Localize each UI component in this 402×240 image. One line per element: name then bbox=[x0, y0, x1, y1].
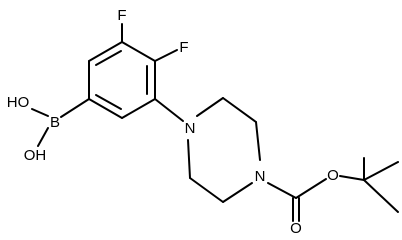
piperazine-bond bbox=[196, 97, 224, 117]
ring-bond bbox=[121, 41, 156, 62]
piperazine-bond bbox=[187, 139, 191, 179]
n-c-bond bbox=[267, 182, 297, 199]
bonds bbox=[31, 23, 399, 222]
piperazine-bond bbox=[255, 121, 261, 161]
piperazine-n-lower-label: N bbox=[255, 168, 266, 185]
hydroxyl-upper-label: HO bbox=[7, 94, 30, 111]
atom-labels: F F B HO OH N N O O bbox=[7, 7, 339, 237]
methyl-bond bbox=[363, 179, 399, 213]
fluorine-right-label: F bbox=[179, 39, 188, 56]
ring-double-bond-inner bbox=[95, 50, 122, 66]
carbonyl-oxygen-label: O bbox=[290, 220, 302, 237]
b-o-bond bbox=[37, 127, 49, 147]
o-c-bond bbox=[339, 175, 365, 181]
methyl-bond bbox=[363, 161, 399, 181]
c-o-bond bbox=[295, 178, 327, 199]
ring-bond bbox=[88, 98, 123, 119]
boron-label: B bbox=[50, 114, 60, 131]
piperazine-n-upper-label: N bbox=[185, 120, 196, 137]
ester-oxygen-label: O bbox=[327, 167, 339, 184]
piperazine-bond bbox=[222, 182, 253, 203]
ring-bond bbox=[88, 41, 123, 62]
piperazine-bond bbox=[222, 97, 257, 123]
c-b-bond bbox=[60, 98, 90, 118]
hydroxyl-lower-label: OH bbox=[24, 147, 47, 164]
piperazine-bond bbox=[189, 177, 224, 203]
c-n-bond bbox=[154, 98, 184, 122]
b-o-bond bbox=[31, 108, 49, 117]
ring-double-bond-inner bbox=[95, 94, 122, 110]
ring-bond bbox=[121, 98, 156, 119]
c-f-bond bbox=[154, 49, 178, 62]
fluorine-top-label: F bbox=[117, 7, 126, 24]
